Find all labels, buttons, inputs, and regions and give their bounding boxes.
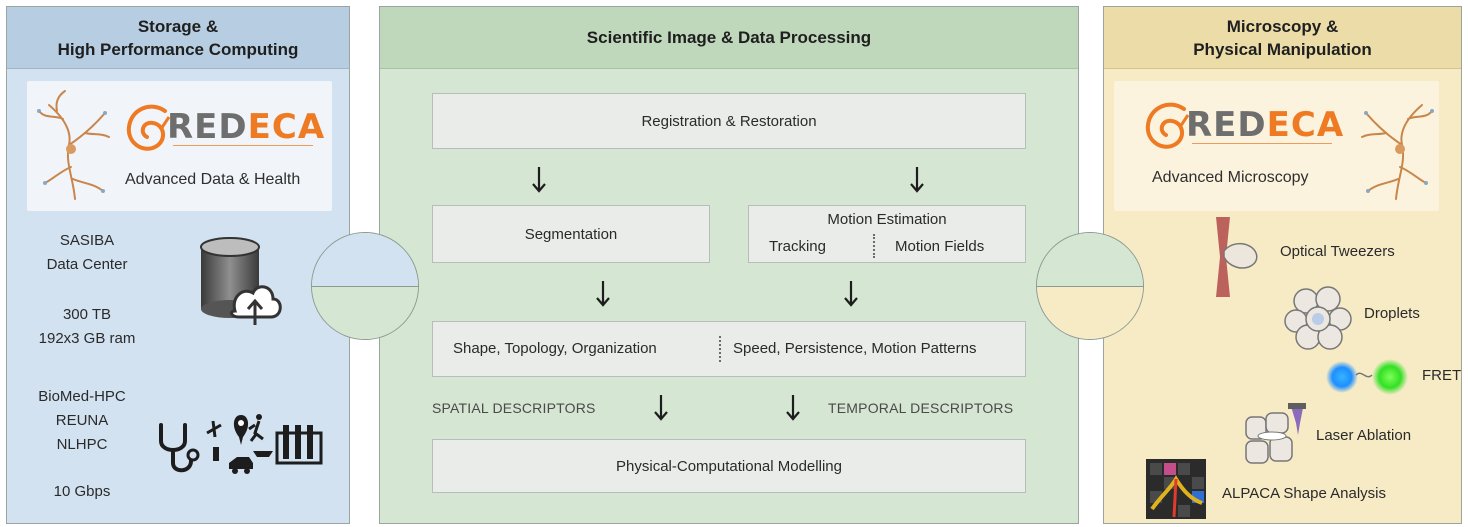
- neuron-illustration-icon: [1361, 104, 1434, 200]
- modelling-box: Physical-Computational Modelling: [432, 439, 1026, 493]
- descriptors-box: Shape, Topology, Organization Speed, Per…: [432, 321, 1026, 377]
- speed-persistence-label: Speed, Persistence, Motion Patterns: [733, 340, 977, 357]
- storage-hpc-header: Storage & High Performance Computing: [7, 7, 349, 69]
- fret-label: FRET: [1422, 367, 1462, 384]
- arrow-down-icon: [786, 395, 800, 421]
- redeca-microscopy-logo: REDECA Advanced Microscopy: [1114, 81, 1439, 211]
- tracking-label: Tracking: [769, 238, 826, 255]
- arrow-down-icon: [654, 395, 668, 421]
- storage-title-line1: Storage &: [137, 16, 219, 36]
- bandwidth-label: 10 Gbps: [53, 483, 111, 500]
- redeca-data-logo: REDECA Advanced Data & Health: [27, 81, 332, 211]
- image-processing-header: Scientific Image & Data Processing: [380, 7, 1078, 69]
- hpc-processing-connector: [311, 232, 419, 340]
- motion-estimation-title: Motion Estimation: [827, 211, 947, 228]
- optical-tweezers-icon: [1216, 217, 1258, 297]
- redeca-spiral-icon: [126, 104, 171, 151]
- network-reuna: REUNA: [55, 412, 109, 429]
- network-list: BioMed-HPC REUNA NLHPC: [27, 385, 137, 457]
- network-biomed: BioMed-HPC: [38, 388, 126, 405]
- redeca-microscopy-subtitle: Advanced Microscopy: [1152, 169, 1309, 186]
- datacenter-label: SASIBA Data Center: [46, 232, 128, 273]
- arrow-down-icon: [844, 281, 858, 307]
- processing-microscopy-connector: [1036, 232, 1144, 340]
- database-cloud-icon: [200, 237, 282, 325]
- storage-title-line2: High Performance Computing: [57, 39, 299, 59]
- arrow-down-icon: [596, 281, 610, 307]
- redeca-data-subtitle: Advanced Data & Health: [125, 171, 301, 188]
- network-nlhpc: NLHPC: [56, 436, 108, 453]
- temporal-descriptors-label: TEMPORAL DESCRIPTORS: [828, 400, 1014, 416]
- droplets-icon: [1284, 286, 1352, 350]
- registration-restoration-box: Registration & Restoration: [432, 93, 1026, 149]
- storage-hpc-panel: Storage & High Performance Computing RED…: [6, 6, 350, 524]
- descriptors-divider: [719, 336, 721, 362]
- arrow-down-icon: [910, 167, 924, 193]
- spatial-descriptors-label: SPATIAL DESCRIPTORS: [432, 400, 596, 416]
- alpaca-shape-analysis-icon: [1146, 459, 1206, 519]
- segmentation-box: Segmentation: [432, 205, 710, 263]
- microscopy-title-line2: Physical Manipulation: [1193, 39, 1372, 59]
- storage-capacity: 300 TB 192x3 GB ram: [38, 306, 136, 347]
- motion-estimation-box: Motion Estimation Tracking Motion Fields: [748, 205, 1026, 263]
- arrow-down-icon: [532, 167, 546, 193]
- microscopy-header: Microscopy & Physical Manipulation: [1104, 7, 1461, 69]
- image-processing-panel: Scientific Image & Data Processing Regis…: [379, 6, 1079, 524]
- motion-divider: [873, 234, 875, 258]
- redeca-spiral-icon: [1145, 102, 1190, 149]
- optical-tweezers-label: Optical Tweezers: [1280, 243, 1395, 260]
- laser-ablation-label: Laser Ablation: [1316, 427, 1412, 444]
- health-activity-icons: [159, 414, 323, 474]
- fret-icon: [1326, 359, 1408, 395]
- neuron-illustration-icon: [37, 90, 110, 200]
- microscopy-panel: Microscopy & Physical Manipulation REDEC…: [1103, 6, 1462, 524]
- microscopy-title-line1: Microscopy &: [1226, 16, 1339, 36]
- droplets-label: Droplets: [1364, 305, 1420, 322]
- redeca-wordmark: REDECA: [1186, 105, 1345, 145]
- shape-topology-label: Shape, Topology, Organization: [453, 340, 657, 357]
- motion-fields-label: Motion Fields: [895, 238, 985, 255]
- redeca-wordmark: REDECA: [167, 107, 326, 147]
- laser-ablation-icon: [1245, 403, 1306, 464]
- alpaca-shape-analysis-label: ALPACA Shape Analysis: [1222, 485, 1386, 502]
